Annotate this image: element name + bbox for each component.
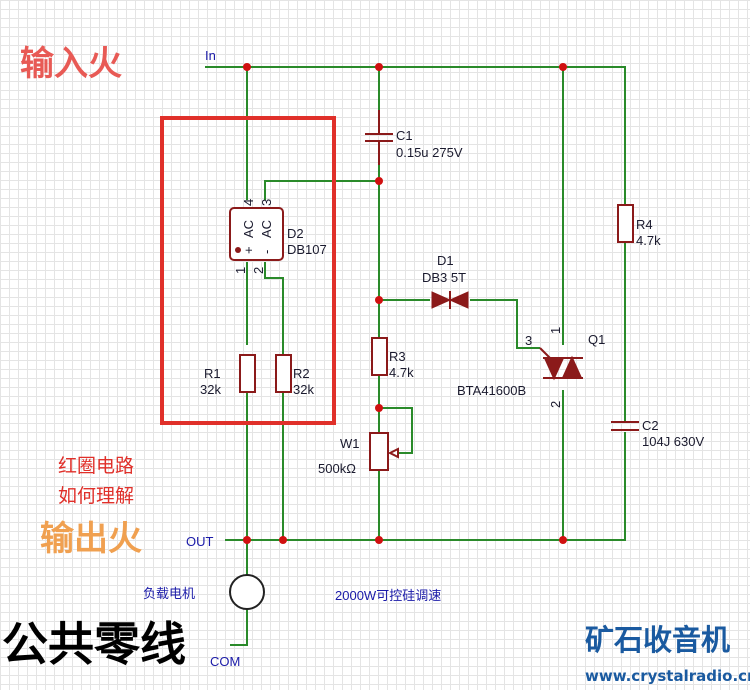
c1-ref: C1 (396, 128, 413, 143)
resistor-r2 (275, 354, 292, 393)
d1-ref: D1 (437, 253, 454, 268)
junction-dots (243, 63, 567, 544)
output-live-annotation: 输出火 (40, 519, 142, 559)
wiper-arrow (387, 447, 399, 459)
question-line2: 如何理解 (58, 485, 135, 507)
resistor-r1 (239, 354, 256, 393)
r1-ref: R1 (204, 366, 221, 381)
q1-pin3: 3 (525, 333, 532, 348)
d2-pin-ac2: AC (259, 220, 274, 238)
w1-ref: W1 (340, 436, 360, 451)
circuit-title: 2000W可控硅调速 (335, 588, 441, 603)
net-in: In (205, 48, 216, 63)
q1-pin2: 2 (548, 401, 563, 408)
d2-ref: D2 (287, 226, 304, 241)
motor-symbol (229, 574, 265, 610)
d2-pin4: 4 (241, 199, 256, 206)
watermark-url: www.crystalradio.cn (585, 667, 750, 685)
diac-d1 (431, 291, 469, 309)
potentiometer-w1 (369, 432, 389, 471)
d2-pin-plus: + (241, 246, 256, 254)
r4-value: 4.7k (636, 233, 661, 248)
components (229, 110, 639, 471)
net-out: OUT (186, 534, 214, 549)
c2-ref: C2 (642, 418, 659, 433)
q1-value: BTA41600B (457, 383, 526, 398)
c2-value: 104J 630V (642, 434, 704, 449)
highlight-box (160, 116, 336, 425)
r3-ref: R3 (389, 349, 406, 364)
input-live-annotation: 输入火 (20, 44, 122, 84)
r1-value: 32k (200, 382, 221, 397)
r3-value: 4.7k (389, 365, 414, 380)
d2-pin1: 1 (233, 267, 248, 274)
q1-ref: Q1 (588, 332, 605, 347)
question-line1: 红圈电路 (58, 455, 135, 477)
pin1-marker (235, 247, 241, 253)
triac-q1 (539, 347, 583, 381)
r2-value: 32k (293, 382, 314, 397)
w1-value: 500kΩ (318, 461, 356, 476)
load-motor-label: 负载电机 (143, 586, 195, 601)
resistor-r3 (371, 337, 388, 376)
resistor-r4 (617, 204, 634, 243)
d2-pin3: 3 (259, 199, 274, 206)
watermark-name: 矿石收音机 (585, 623, 731, 657)
common-neutral-annotation: 公共零线 (2, 617, 186, 671)
d2-pin-ac1: AC (241, 220, 256, 238)
c1-value: 0.15u 275V (396, 145, 463, 160)
r2-ref: R2 (293, 366, 310, 381)
r4-ref: R4 (636, 217, 653, 232)
d2-pin-minus: - (259, 250, 274, 254)
net-com: COM (210, 654, 240, 669)
d2-pin2: 2 (251, 267, 266, 274)
q1-pin1: 1 (548, 327, 563, 334)
d2-value: DB107 (287, 242, 327, 257)
bridge-rectifier-d2 (229, 207, 284, 261)
d1-value: DB3 5T (422, 270, 466, 285)
